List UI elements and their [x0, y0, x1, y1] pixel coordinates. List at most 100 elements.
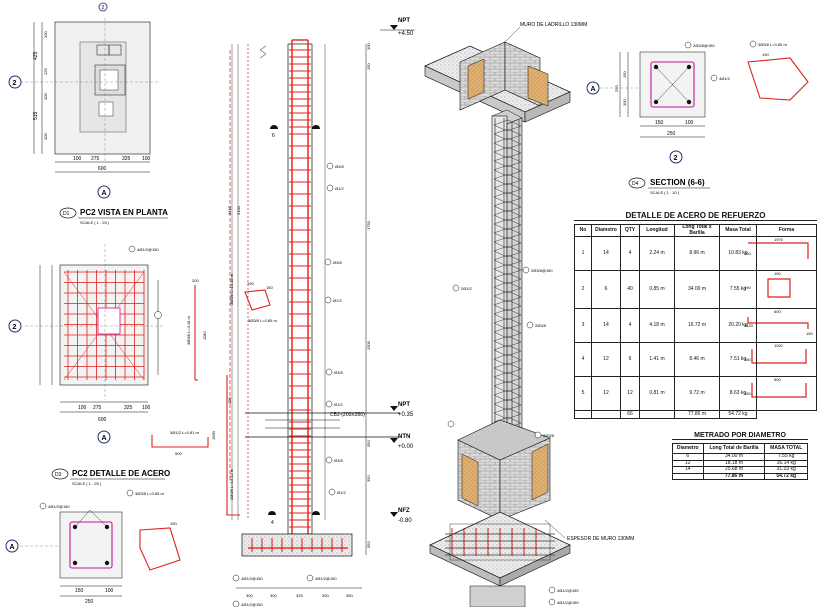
cell-len: 4.18 m	[639, 308, 675, 343]
cell-dia: 6	[591, 270, 621, 309]
col-header: Forma	[756, 224, 817, 237]
col-header: Masa Total	[719, 224, 757, 237]
iso-stirrup	[493, 146, 522, 159]
rebar-table-title: DETALLE DE ACERO DE REFUERZO	[574, 211, 817, 221]
d3-scale: SCALE ( 1 : 25 )	[72, 481, 102, 486]
ref-label: Ø3/8	[334, 458, 343, 463]
elev-dim-3410: 3410	[227, 205, 232, 215]
total-len: 77.86 m	[674, 410, 720, 419]
iso-stirrup	[493, 308, 522, 321]
cell-no: 2	[574, 270, 592, 309]
d4-callout-right: 4Ø1/2	[719, 76, 731, 81]
ref-label: Ø1/2	[337, 490, 346, 495]
iso-stirrup	[493, 155, 522, 168]
rebar-table-header: No Diametro QTY Longitud Long Total x Ba…	[574, 224, 817, 237]
iso-stirrup	[493, 362, 522, 375]
d4-title: SECTION (6-6)	[650, 178, 705, 187]
iso-stirrup	[493, 200, 522, 213]
ref-bubble	[324, 296, 332, 304]
d4-dim-b1: 100	[685, 120, 694, 126]
plan2-axis-left: 2	[13, 324, 17, 331]
npt-top-label: NPT	[398, 18, 410, 24]
d4-dim-190: 190	[762, 52, 769, 57]
cell-qty: 12	[620, 376, 640, 411]
plan2-axis-bottom: A	[102, 435, 107, 442]
d4-stirrup-label: 3Ø3/8 L=0.85 m	[758, 42, 787, 47]
elevation-column: 6 4 NPT +4.50 NPT +0.35 NTN +0.00 NFZ -0…	[151, 18, 415, 608]
cell-no: 1	[574, 236, 592, 271]
ntn-value: +0.00	[398, 444, 414, 450]
iso-stirrup	[493, 317, 522, 330]
cell-dia: 14	[591, 236, 621, 271]
elev-dim-r4: 350	[366, 440, 371, 447]
detail-d3: D3 PC2 DETALLE DE ACERO SCALE ( 1 : 25 )…	[5, 468, 181, 605]
plan2-dim-b3: 100	[142, 405, 151, 411]
level-nfz: NFZ -0.80	[390, 508, 412, 524]
elev-bottom-callout1: 4Ø1/2@150	[241, 576, 263, 581]
cell-mass: 7.55 kg	[719, 270, 757, 309]
plan2-dim-b2: 325	[124, 405, 133, 411]
metrado-table: Diametro Long Total de Barilla MASA TOTA…	[672, 443, 808, 480]
stirrup-a-label: 3Ø3/8 L=0.85 m	[248, 318, 277, 323]
d3-callout: 4Ø1/2@150	[48, 504, 70, 509]
cell-total: 8.96 m	[674, 236, 720, 271]
d1-dim-b2: 325	[122, 156, 131, 162]
d3-dim-b0: 150	[75, 588, 84, 594]
metrado-total-row: 77.86 m 54.72 kg	[672, 472, 808, 480]
d1-dim-l1: 515	[33, 111, 39, 120]
cell-shape	[756, 308, 817, 343]
iso-stirrup	[493, 344, 522, 357]
cell-qty: 4	[620, 236, 640, 271]
ntn-label: NTN	[398, 434, 410, 440]
iso-footing-bars	[445, 528, 555, 556]
bar1-label: 3Ø3/8 L=14.18 m	[229, 273, 234, 305]
elev-dim-150: 150	[266, 285, 273, 290]
iso-stirrup	[493, 407, 522, 420]
cell-qty: 4	[620, 308, 640, 343]
ref-label: Ø3/8	[335, 164, 344, 169]
table-row: 1 14 4 2.24 m 8.96 m 10.83 kg	[574, 236, 817, 271]
iso-stirrup	[493, 371, 522, 384]
iso-wall-label2: ESPESOR DE MURO 130MM	[567, 536, 634, 542]
elev-dim-r3: 1300	[366, 340, 371, 350]
cell-shape	[756, 270, 817, 309]
table-total-row: 66 77.86 m 54.72 kg	[574, 410, 817, 419]
iso-stirrup	[493, 389, 522, 402]
elev-bottom-callout2: 4Ø1/2@150	[241, 602, 263, 607]
cell-len: 77.86 m	[702, 472, 766, 480]
cell-shape	[756, 376, 817, 411]
d1-dim-b1: 275	[91, 156, 100, 162]
cell-len: 2.24 m	[639, 236, 675, 271]
section-d4: 2Ø3/8@150 4Ø1/2 3Ø3/8 L=0.85 m 190 150 1…	[586, 40, 809, 195]
iso-stirrup	[493, 182, 522, 195]
bar3-label: 2Ø3/8 L=13.12 m	[229, 468, 234, 500]
d1-dim-lb2: 100	[43, 93, 48, 100]
iso-stirrup	[493, 254, 522, 267]
elevation-stirrups	[289, 49, 311, 528]
d1-dim-l0: 425	[33, 51, 39, 60]
cell-shape	[756, 236, 817, 271]
ref-bubble	[326, 184, 334, 192]
d4-axis-left: A	[591, 86, 596, 93]
elev-dim-190: 190	[247, 281, 254, 286]
d3-title-num: D3	[55, 472, 62, 478]
plan2-dim-b0: 100	[78, 405, 87, 411]
iso-stirrup	[493, 245, 522, 258]
reference-bubbles: Ø3/8Ø1/2Ø3/8Ø1/2Ø3/8Ø1/2Ø3/8Ø1/2	[324, 162, 346, 496]
iso-stirrup	[493, 353, 522, 366]
plan-view-rebar: 2 A 4Ø1/2@150 100 275 325 100 600	[8, 244, 165, 444]
elev-cut-6: 6	[272, 133, 275, 139]
elev-dim-400: 400	[227, 397, 232, 404]
elev-dim-1180: 1180	[202, 331, 207, 340]
d1-axis-bottom: A	[102, 190, 107, 197]
cell-mass: 10.83 kg	[719, 236, 757, 271]
npt-mid-label: NPT	[398, 402, 410, 408]
iso-stirrup	[493, 119, 522, 132]
level-npt-mid: NPT +0.35	[390, 402, 414, 418]
nfz-label: NFZ	[398, 508, 410, 514]
d1-scale: SCALE ( 1 : 25 )	[80, 220, 110, 225]
d1-dim-total: 600	[98, 166, 107, 172]
iso-stirrup	[493, 326, 522, 339]
col-header: MASA TOTAL	[764, 443, 808, 454]
cell-dia: 14	[591, 308, 621, 343]
